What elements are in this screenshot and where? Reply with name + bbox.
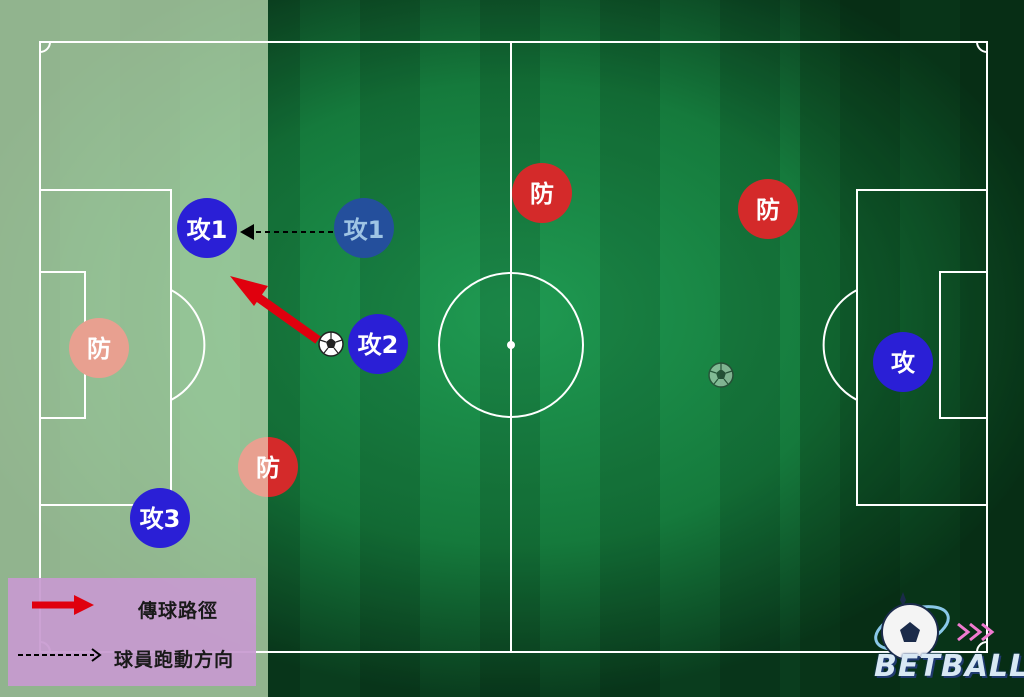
attacker-1-label: 攻1 (187, 216, 228, 244)
defender-lower-label: 防 (256, 454, 280, 482)
defender-left-token: 防 (69, 318, 129, 378)
attacker-2-token: 攻2 (348, 314, 408, 374)
attacker-1-token: 攻1 (177, 198, 237, 258)
defender-top-mid-label: 防 (530, 180, 554, 208)
attacker-1-ghost-label: 攻1 (344, 216, 385, 244)
attacker-2-label: 攻2 (358, 331, 399, 359)
defender-top-right-label: 防 (756, 196, 780, 224)
defender-left-label: 防 (87, 335, 111, 363)
betball-logo-text: BETBALL (874, 649, 1024, 684)
legend-run-arrow-icon (18, 648, 102, 662)
attacker-right-token: 攻 (873, 332, 933, 392)
attacker-3-token: 攻3 (130, 488, 190, 548)
betball-logo-icon (874, 592, 995, 661)
football-icon (318, 331, 344, 357)
center-spot (507, 341, 515, 349)
defender-top-right-token: 防 (738, 179, 798, 239)
defender-lower-token: 防 (238, 437, 298, 497)
defender-top-mid-token: 防 (512, 163, 572, 223)
football-faded-icon (708, 362, 734, 388)
attacker-right-label: 攻 (891, 349, 916, 377)
legend-pass-label: 傳球路徑 (138, 600, 219, 622)
attacker-1-ghost-token: 攻1 (334, 198, 394, 258)
attacker-3-label: 攻3 (140, 505, 181, 533)
legend-pass-arrow-icon (32, 595, 94, 615)
legend-run-label: 球員跑動方向 (114, 649, 235, 671)
legend-panel (8, 578, 256, 686)
pass-arrow (230, 276, 321, 344)
